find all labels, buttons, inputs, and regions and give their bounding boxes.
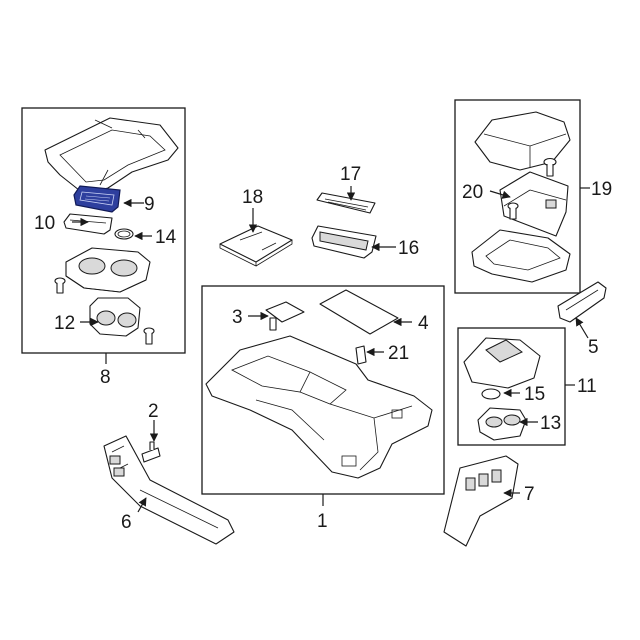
part-12-cupholder-insert xyxy=(89,297,141,337)
callout-11: 11 xyxy=(577,376,597,397)
callout-3: 3 xyxy=(232,307,243,328)
part-1-console-body xyxy=(205,335,433,479)
callout-6: 6 xyxy=(121,512,132,533)
callout-7: 7 xyxy=(524,484,535,505)
part-6-side-trim xyxy=(103,435,235,545)
part-2-push-pin xyxy=(141,441,161,463)
callout-14: 14 xyxy=(155,227,177,248)
part-13-cupholder xyxy=(477,407,527,441)
leader-lines xyxy=(72,186,590,513)
callout-16: 16 xyxy=(398,238,419,259)
part-7-switch-panel xyxy=(443,455,519,547)
callout-labels: 1 2 3 4 5 6 7 8 9 10 11 12 13 14 15 16 1… xyxy=(34,164,612,533)
callout-19: 19 xyxy=(591,179,612,200)
group-box-8 xyxy=(21,107,186,354)
callout-1: 1 xyxy=(317,511,328,532)
callout-15: 15 xyxy=(524,384,545,405)
callout-18: 18 xyxy=(242,187,263,208)
part-10-mat xyxy=(63,213,113,235)
callout-17: 17 xyxy=(340,164,361,185)
part-9-highlighted-pad[interactable] xyxy=(73,185,121,213)
callout-9: 9 xyxy=(144,194,155,215)
part-armrest-base-plate xyxy=(44,117,179,195)
part-11-shifter-bezel xyxy=(463,337,541,389)
part-14-disc xyxy=(114,228,134,240)
callout-4: 4 xyxy=(418,313,429,334)
part-4-large-mat xyxy=(319,289,399,335)
part-armrest-screw-left xyxy=(507,202,519,220)
callout-2: 2 xyxy=(148,401,159,422)
part-17-lid xyxy=(316,192,376,214)
part-16-bin xyxy=(311,225,377,259)
part-screw-left xyxy=(54,277,66,294)
callout-5: 5 xyxy=(588,337,599,358)
part-18-tray-plate xyxy=(219,225,293,267)
part-cupholder-tray xyxy=(65,247,151,293)
part-5-bracket xyxy=(557,281,607,323)
part-armrest-base xyxy=(471,229,571,283)
callout-12: 12 xyxy=(54,313,75,334)
callout-10: 10 xyxy=(34,213,55,234)
group-box-11 xyxy=(457,327,566,446)
callout-13: 13 xyxy=(540,413,561,434)
part-armrest-screw-top xyxy=(543,157,557,177)
callout-8: 8 xyxy=(100,367,111,388)
part-screw-lower xyxy=(143,327,155,345)
part-15-disc xyxy=(481,388,501,400)
group-box-19 xyxy=(454,99,581,294)
part-20-hinge-bracket xyxy=(499,171,569,237)
part-armrest-lid xyxy=(474,111,571,171)
part-21-clip xyxy=(355,345,367,365)
part-3-small-plate xyxy=(265,301,305,331)
callout-20: 20 xyxy=(462,182,483,203)
callout-21: 21 xyxy=(388,343,409,364)
